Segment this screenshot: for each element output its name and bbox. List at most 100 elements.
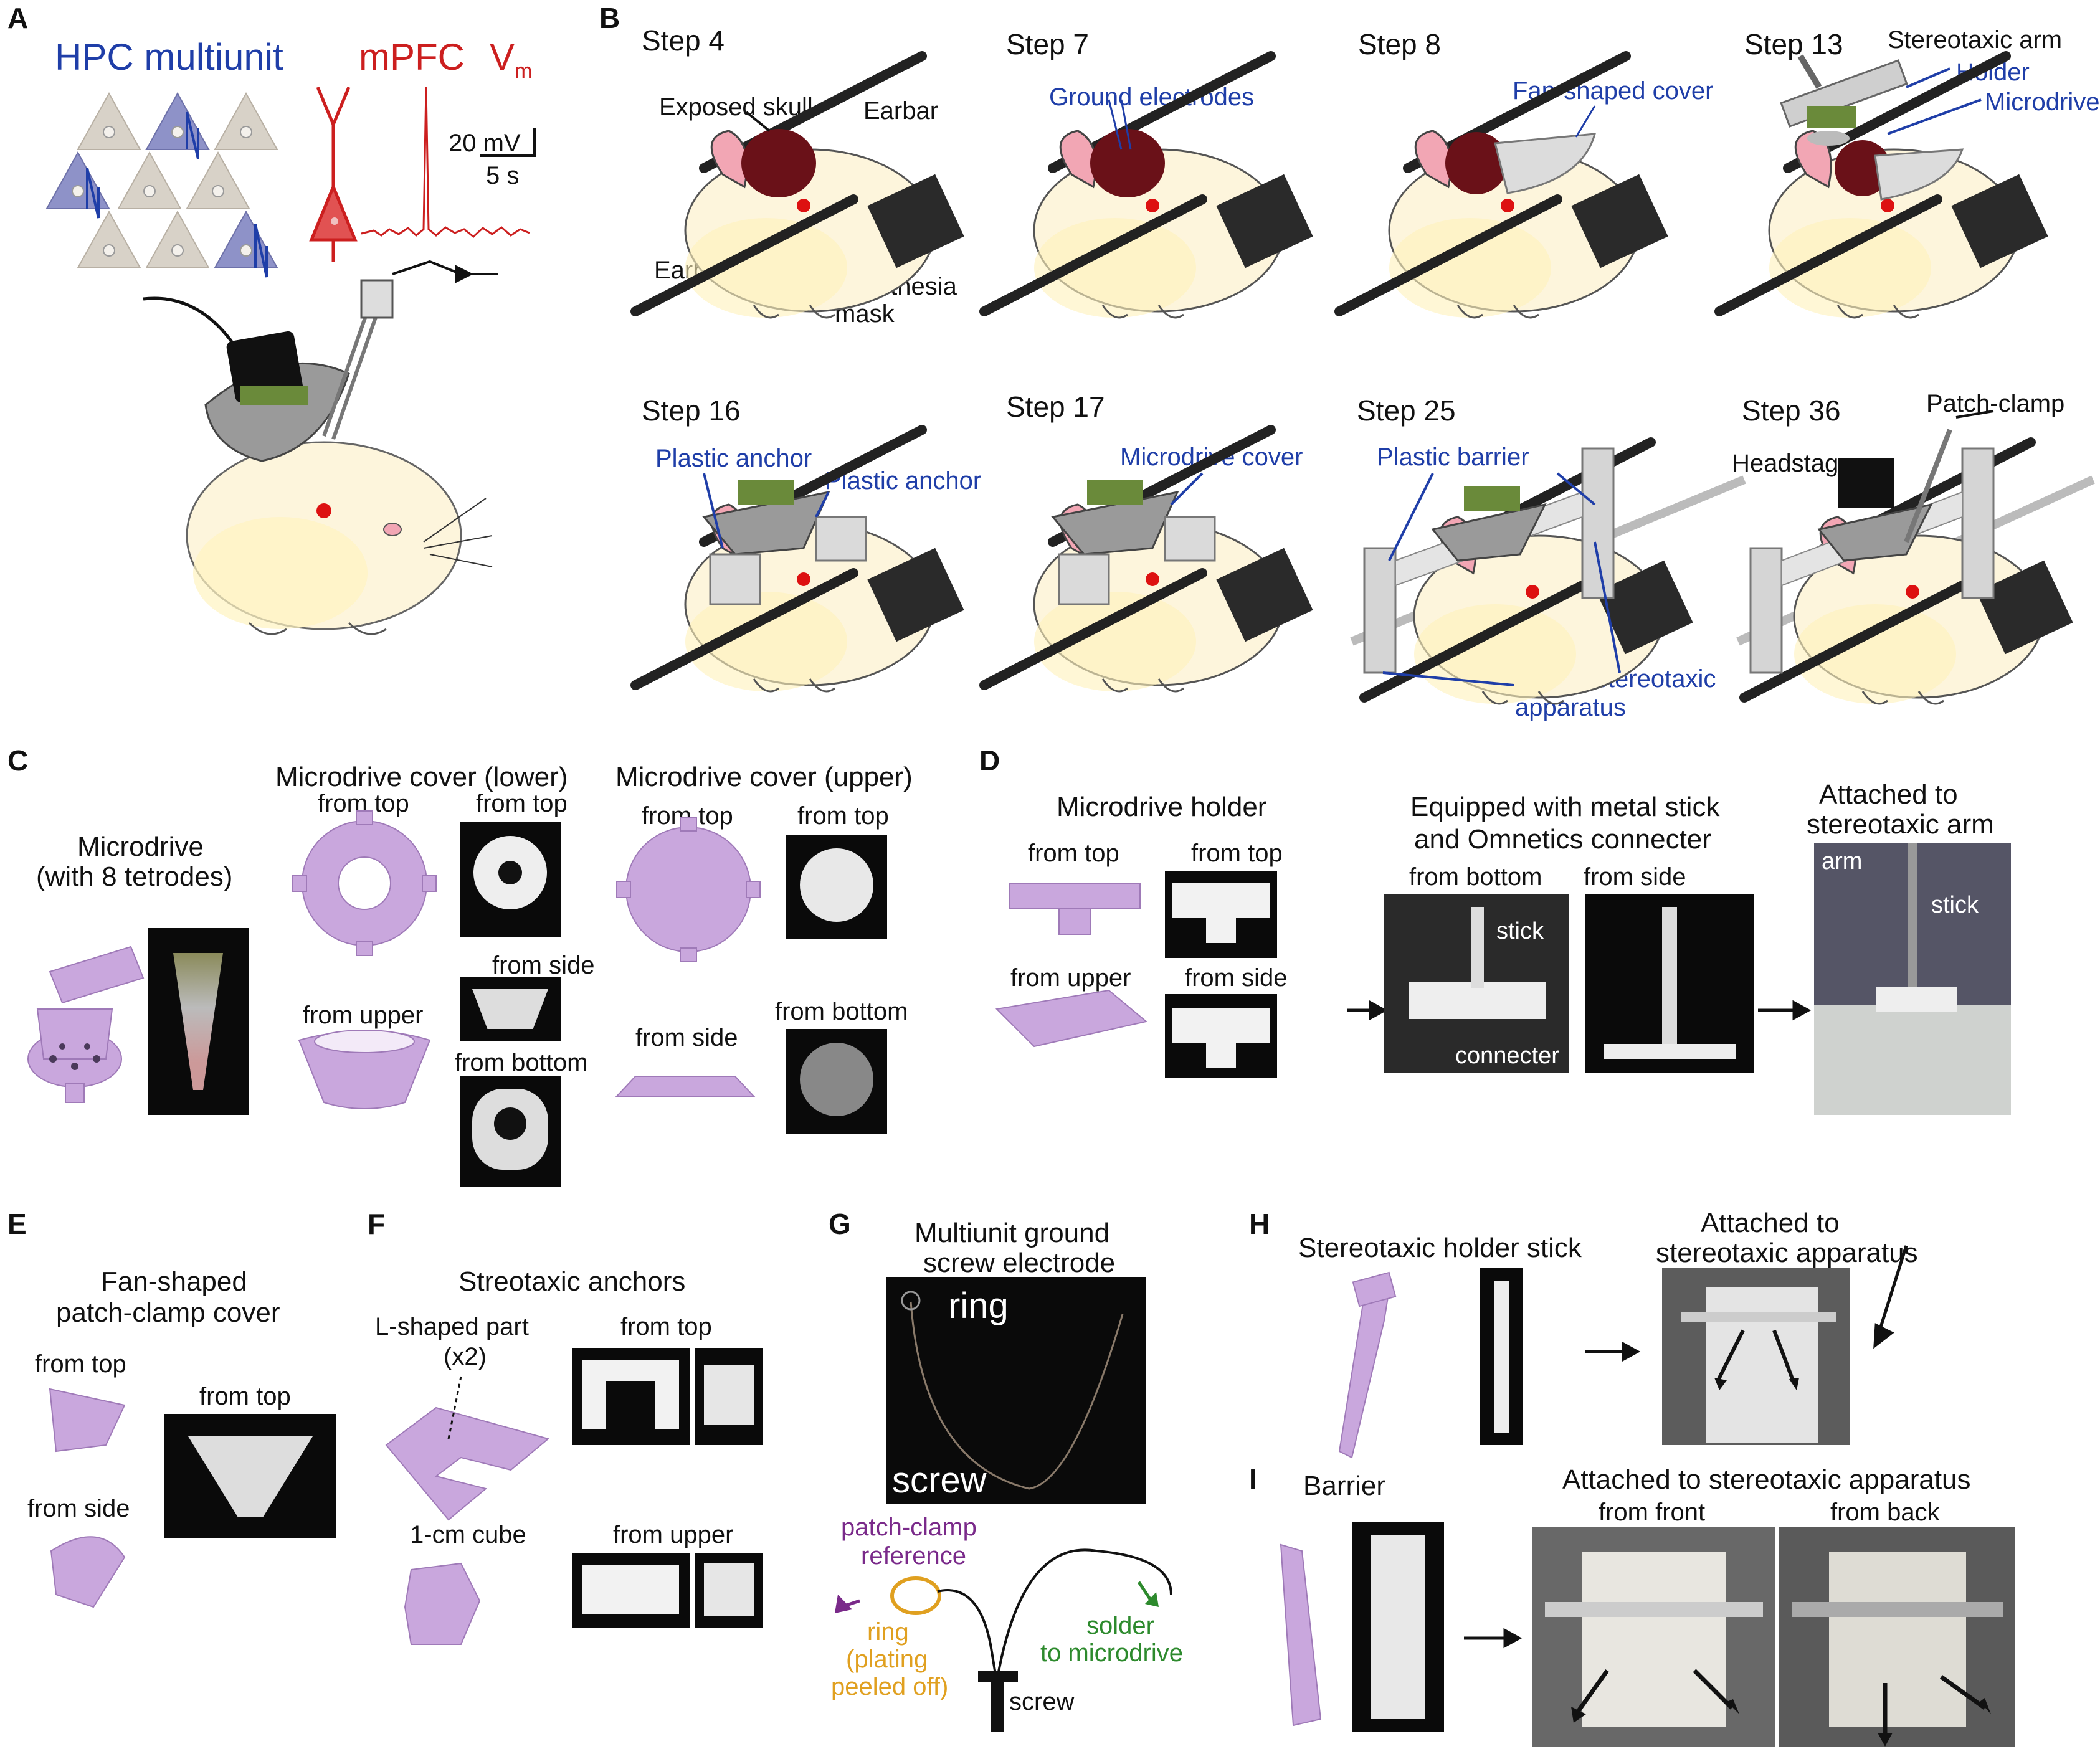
microdrive-3d-model	[27, 946, 145, 1103]
photo-cube-top	[695, 1348, 763, 1445]
g-title-2: screw electrode	[923, 1248, 1116, 1278]
i-back-arrows	[1878, 1675, 1991, 1747]
panel-label-c: C	[7, 744, 29, 777]
c-from-bottom-2: from bottom	[775, 998, 908, 1025]
stereotaxic-arm-label: Stereotaxic arm	[1888, 26, 2063, 54]
photo-equipped-bottom: stick connecter	[1384, 894, 1569, 1073]
step-4-label: Step 4	[642, 24, 725, 57]
photo-lower-cover-side	[460, 977, 561, 1041]
vm-label: Vm	[490, 36, 533, 83]
photo-holder-side	[1165, 994, 1277, 1078]
d-from-side: from side	[1185, 964, 1288, 992]
mpfc-label: mPFC	[359, 36, 465, 78]
scale-mv-label: 20 mV	[449, 130, 521, 157]
i-from-front: from front	[1599, 1499, 1706, 1526]
plastic-barrier-label: Plastic barrier	[1377, 443, 1529, 471]
mouse-panel-a	[143, 260, 498, 635]
photo-cube-upper	[695, 1553, 763, 1628]
d-from-side-2: from side	[1584, 863, 1686, 891]
d-equipped-1: Equipped with metal stick	[1410, 792, 1720, 822]
c-from-top-4: from top	[797, 802, 889, 830]
f-x2-label: (x2)	[444, 1343, 487, 1370]
g-ring-label-2: ring	[867, 1618, 909, 1646]
d-arm-label: arm	[1822, 848, 1863, 875]
g-pc-ref-1: patch-clamp	[841, 1514, 977, 1541]
e-from-side: from side	[27, 1495, 130, 1522]
i-front-arrows	[1571, 1669, 1739, 1723]
microdrive-label: Microdrive	[1985, 88, 2100, 116]
g-screw-label-2: screw	[1009, 1688, 1075, 1715]
c-microdrive-label-1: Microdrive	[77, 832, 204, 862]
g-plating-1: (plating	[846, 1646, 928, 1673]
panel-a-drawing	[45, 87, 536, 635]
photo-ground-electrode: ring screw	[886, 1277, 1146, 1504]
d-stick-label-2: stick	[1931, 892, 1979, 918]
d-arrows	[1347, 1000, 1812, 1021]
step-36-label: Step 36	[1742, 394, 1841, 427]
g-screw-label: screw	[892, 1460, 987, 1500]
g-pc-ref-2: reference	[861, 1542, 966, 1570]
f-from-upper: from upper	[613, 1521, 734, 1548]
f-cube-label: 1-cm cube	[410, 1521, 526, 1548]
photo-barrier	[1352, 1522, 1444, 1732]
lower-cover-top-model	[292, 810, 437, 956]
holder-upper-model	[995, 989, 1148, 1048]
g-solder-1: solder	[1086, 1612, 1154, 1639]
panel-b-drawings	[0, 0, 2095, 741]
headstage-label: Headstage	[1732, 450, 1853, 477]
i-from-back: from back	[1830, 1499, 1940, 1526]
panel-label-f: F	[368, 1208, 386, 1240]
photo-attached-arm: arm stick	[1814, 843, 2011, 1115]
d-connecter-label: connecter	[1455, 1043, 1559, 1069]
ground-wire-icon	[901, 1291, 1124, 1490]
panel-label-g: G	[829, 1208, 851, 1240]
skull-4	[741, 129, 816, 197]
g-title-1: Multiunit ground	[915, 1218, 1110, 1248]
step-16-label: Step 16	[642, 394, 741, 427]
c-from-bottom: from bottom	[455, 1049, 588, 1076]
vm-trace	[361, 87, 530, 238]
panel-f-drawings	[385, 1376, 550, 1645]
g-ring-label: ring	[948, 1286, 1009, 1326]
mpfc-neuron	[309, 87, 358, 262]
step-13-label: Step 13	[1744, 28, 1843, 60]
photo-equipped-side	[1585, 894, 1754, 1073]
blue-pointer-arrows	[703, 67, 1982, 686]
panel-d-drawings	[995, 883, 1812, 1048]
c-cover-upper-label: Microdrive cover (upper)	[615, 762, 913, 792]
photo-microdrive	[148, 928, 249, 1115]
f-title: Streotaxic anchors	[458, 1266, 686, 1297]
d-attached-2: stereotaxic arm	[1807, 809, 1994, 840]
e-from-top: from top	[35, 1350, 126, 1378]
c-microdrive-label-2: (with 8 tetrodes)	[36, 861, 233, 892]
photo-holder-stick	[1480, 1268, 1523, 1445]
e-title-2: patch-clamp cover	[56, 1297, 280, 1328]
scale-s-label: 5 s	[486, 162, 520, 189]
patch-clamp-label: Patch-clamp	[1926, 390, 2065, 417]
photo-upper-cover-top	[786, 835, 887, 939]
c-from-upper: from upper	[303, 1002, 424, 1029]
panel-label-d: D	[979, 744, 1000, 777]
plastic-anchor-label-1: Plastic anchor	[655, 445, 812, 472]
d-equipped-2: and Omnetics connecter	[1414, 824, 1711, 855]
scale-bar	[480, 128, 536, 157]
photo-lshaped-top	[572, 1348, 690, 1445]
hpc-neuron-grid	[45, 92, 278, 278]
d-stick-label: stick	[1496, 918, 1544, 944]
d-from-upper: from upper	[1010, 964, 1131, 992]
d-attached-1: Attached to	[1819, 779, 1958, 810]
f-lshaped-label: L-shaped part	[375, 1313, 529, 1340]
step-8-label: Step 8	[1358, 28, 1441, 60]
photo-stick-attached	[1662, 1268, 1850, 1445]
c-from-side-2: from side	[635, 1024, 738, 1051]
panel-c-drawings	[27, 810, 761, 1109]
photo-fan-cover	[164, 1414, 336, 1538]
d-from-top-1: from top	[1028, 840, 1119, 867]
panel-e-drawings	[49, 1388, 126, 1608]
photo-upper-cover-bottom	[786, 1029, 887, 1134]
panel-label-a: A	[7, 2, 29, 34]
c-from-side: from side	[492, 952, 595, 979]
step-17-label: Step 17	[1006, 391, 1105, 423]
d-from-top-2: from top	[1191, 840, 1283, 867]
